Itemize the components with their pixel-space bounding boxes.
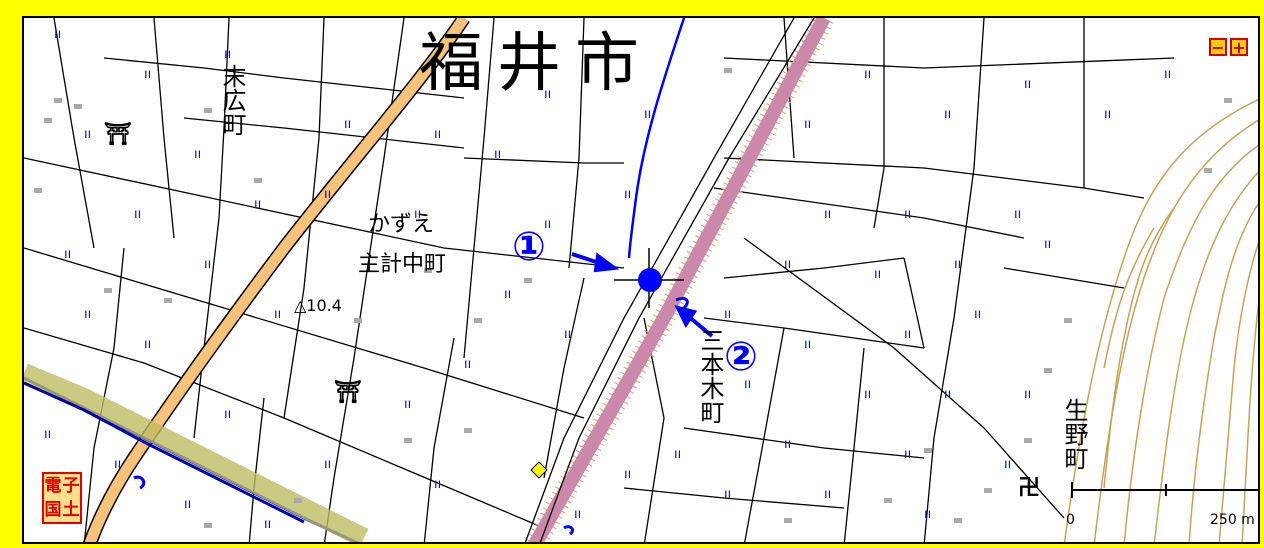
svg-text:ıı: ıı [674,447,681,462]
svg-text:ıı: ıı [804,117,811,132]
svg-text:ıı: ıı [1024,77,1031,92]
svg-text:ıı: ıı [574,507,581,522]
svg-text:ıı: ıı [924,507,931,522]
svg-text:ıı: ıı [624,467,631,482]
svg-text:ıı: ıı [324,457,331,472]
svg-text:ıı: ıı [784,257,791,272]
logo-char: 国 [44,500,62,520]
svg-text:ıı: ıı [544,87,551,102]
svg-text:ıı: ıı [494,147,501,162]
svg-text:ıı: ıı [324,187,331,202]
svg-text:ıı: ıı [974,307,981,322]
svg-text:ıı: ıı [504,287,511,302]
map-viewport[interactable]: ıı ıı ıı ıı ıı ıı ıı ıı ıı ıı ıı ıı ıı ıı ıı ıı ıı ı… [22,16,1260,544]
zoom-in-button[interactable]: + [1230,38,1248,56]
canal [24,363,369,542]
svg-text:ıı: ıı [644,107,651,122]
svg-text:ıı: ıı [904,207,911,222]
svg-text:ıı: ıı [624,187,631,202]
svg-text:ıı: ıı [194,147,201,162]
svg-text:ıı: ıı [1024,387,1031,402]
svg-text:ıı: ıı [144,337,151,352]
scale-max: 250 m [1210,512,1255,528]
svg-text:ıı: ıı [824,207,831,222]
logo-char: 子 [62,476,80,496]
building-dots [34,68,1232,528]
svg-text:ıı: ıı [944,387,951,402]
svg-text:ıı: ıı [564,327,571,342]
svg-text:ıı: ıı [874,267,881,282]
contour-lines [1063,99,1258,542]
svg-text:ıı: ıı [134,207,141,222]
marker-one-label: ① [512,224,546,270]
svg-text:ıı: ıı [274,307,281,322]
svg-text:ıı: ıı [804,337,811,352]
svg-text:ıı: ıı [464,357,471,372]
svg-text:ıı: ıı [724,487,731,502]
svg-text:ıı: ıı [84,127,91,142]
svg-text:ıı: ıı [44,427,51,442]
svg-text:ıı: ıı [864,387,871,402]
river [627,18,686,259]
svg-text:ıı: ıı [224,47,231,62]
scale-zero: 0 [1066,512,1075,528]
arrows [571,252,714,338]
svg-text:ıı: ıı [824,487,831,502]
zoom-controls: − + [1209,38,1248,56]
svg-text:ıı: ıı [1104,107,1111,122]
svg-text:ıı: ıı [434,127,441,142]
svg-text:ıı: ıı [1004,457,1011,472]
scale-bar-graphic [1071,482,1258,498]
svg-text:ıı: ıı [1164,67,1171,82]
gsi-logo[interactable]: 電 子 国 土 [42,472,82,524]
svg-text:ıı: ıı [54,27,61,42]
svg-text:ıı: ıı [144,67,151,82]
railway [524,18,834,542]
svg-text:ıı: ıı [724,307,731,322]
road-network [24,18,1175,542]
target-point[interactable] [638,268,662,292]
svg-text:ıı: ıı [264,517,271,532]
map-canvas: ıı ıı ıı ıı ıı ıı ıı ıı ıı ıı ıı ıı ıı ıı ıı ıı ıı ı… [24,18,1258,542]
logo-char: 電 [44,476,62,496]
svg-text:ıı: ıı [414,207,421,222]
svg-text:ıı: ıı [904,447,911,462]
svg-text:ıı: ıı [204,257,211,272]
svg-text:ıı: ıı [224,407,231,422]
svg-text:ıı: ıı [64,247,71,262]
zoom-out-button[interactable]: − [1209,38,1227,56]
svg-text:ıı: ıı [114,457,121,472]
svg-text:ıı: ıı [84,307,91,322]
marker-two-label: ② [724,334,758,380]
svg-text:ıı: ıı [944,107,951,122]
svg-text:ıı: ıı [784,437,791,452]
svg-text:ıı: ıı [544,217,551,232]
svg-text:ıı: ıı [864,67,871,82]
svg-text:ıı: ıı [1044,237,1051,252]
svg-text:ıı: ıı [1014,207,1021,222]
svg-text:ıı: ıı [904,327,911,342]
svg-text:ıı: ıı [404,397,411,412]
logo-char: 土 [62,500,80,520]
svg-text:ıı: ıı [434,477,441,492]
svg-text:ıı: ıı [954,257,961,272]
paddy-marks: ıı ıı ıı ıı ıı ıı ıı ıı ıı ıı ıı ıı ıı ıı ıı ıı ıı ı… [44,27,1171,532]
svg-text:ıı: ıı [344,117,351,132]
survey-marker [530,461,548,479]
svg-text:ıı: ıı [744,377,751,392]
svg-text:ıı: ıı [184,497,191,512]
svg-text:ıı: ıı [254,197,261,212]
